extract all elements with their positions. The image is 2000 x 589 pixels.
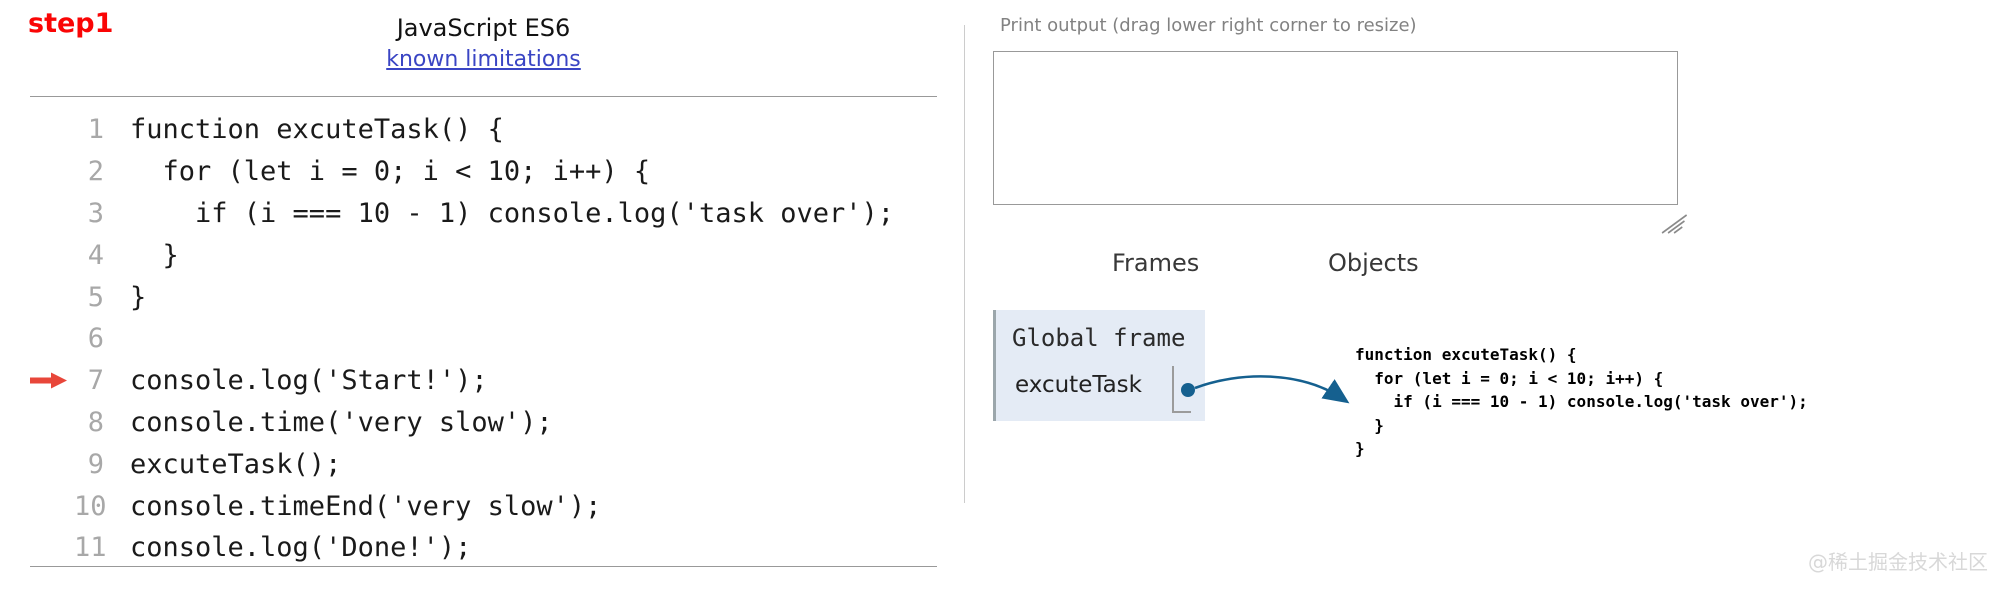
function-code-line: } bbox=[1355, 415, 1384, 435]
line-number: 1 bbox=[87, 114, 104, 146]
variable-value-cell bbox=[1172, 366, 1191, 413]
code-line-10: 10 console.timeEnd('very slow'); bbox=[0, 485, 960, 527]
code-line-5: 5} bbox=[0, 276, 960, 318]
line-number: 8 bbox=[87, 406, 104, 438]
code-line-9: 9 excuteTask(); bbox=[0, 443, 960, 485]
code-line-4: 4 } bbox=[0, 234, 960, 276]
code-line-3: 3 if (i === 10 - 1) console.log('task ov… bbox=[0, 193, 960, 235]
function-code-line: if (i === 10 - 1) console.log('task over… bbox=[1355, 392, 1808, 411]
code-text: for (let i = 0; i < 10; i++) { bbox=[130, 156, 651, 188]
print-output-label: Print output (drag lower right corner to… bbox=[1000, 15, 1417, 36]
exec-arrow-icon bbox=[30, 372, 74, 389]
editor-header: JavaScript ES6 known limitations bbox=[30, 14, 937, 72]
line-number: 10 bbox=[74, 490, 107, 522]
pane-divider bbox=[964, 25, 965, 503]
code-text: console.log('Done!'); bbox=[130, 532, 472, 564]
frames-heading: Frames bbox=[1112, 249, 1200, 277]
function-object-code: function excuteTask() { for (let i = 0; … bbox=[1355, 343, 1808, 461]
global-frame-title: Global frame bbox=[1012, 324, 1186, 352]
line-number: 11 bbox=[74, 532, 107, 564]
code-text: console.log('Start!'); bbox=[130, 365, 488, 397]
function-code-line: for (let i = 0; i < 10; i++) { bbox=[1355, 368, 1664, 388]
global-frame: Global frame excuteTask bbox=[993, 310, 1205, 421]
editor-top-divider bbox=[30, 96, 937, 97]
function-code-line: function excuteTask() { bbox=[1355, 345, 1577, 364]
code-text: } bbox=[130, 281, 147, 313]
code-line-1: 1 function excuteTask() { bbox=[0, 109, 960, 151]
code-text: if (i === 10 - 1) console.log('task over… bbox=[130, 197, 895, 229]
code-text: } bbox=[130, 239, 179, 271]
variable-name: excuteTask bbox=[1015, 372, 1142, 398]
line-number: 3 bbox=[87, 197, 104, 229]
line-number: 6 bbox=[87, 323, 104, 355]
code-line-2: 2 for (let i = 0; i < 10; i++) { bbox=[0, 151, 960, 193]
pointer-curve-icon bbox=[1194, 375, 1350, 404]
line-number: 4 bbox=[87, 239, 104, 271]
code-lines: 1 function excuteTask() { 2 for (let i = 0… bbox=[0, 109, 960, 569]
editor-bottom-divider bbox=[30, 566, 937, 567]
watermark: @稀土掘金技术社区 bbox=[1808, 550, 1988, 574]
code-line-8: 8 console.time('very slow'); bbox=[0, 402, 960, 444]
language-title: JavaScript ES6 bbox=[396, 14, 571, 42]
code-line-11: 11 console.log('Done!'); bbox=[0, 527, 960, 569]
known-limitations-link[interactable]: known limitations bbox=[386, 47, 581, 72]
code-text: function excuteTask() { bbox=[130, 114, 504, 146]
line-number: 7 bbox=[87, 365, 104, 397]
print-output-textarea[interactable] bbox=[993, 51, 1678, 205]
code-text: excuteTask(); bbox=[130, 448, 342, 480]
objects-heading: Objects bbox=[1328, 249, 1419, 277]
code-line-7: 7 console.log('Start!'); bbox=[0, 360, 960, 402]
step-label: step1 bbox=[28, 8, 114, 39]
function-code-line: } bbox=[1355, 439, 1365, 458]
line-number: 9 bbox=[87, 448, 104, 480]
resize-grip-icon[interactable] bbox=[1655, 211, 1691, 239]
code-text: console.timeEnd('very slow'); bbox=[130, 490, 602, 522]
code-line-6: 6 bbox=[0, 318, 960, 360]
line-number: 2 bbox=[87, 156, 104, 188]
code-text: console.time('very slow'); bbox=[130, 406, 553, 438]
line-number: 5 bbox=[87, 281, 104, 313]
